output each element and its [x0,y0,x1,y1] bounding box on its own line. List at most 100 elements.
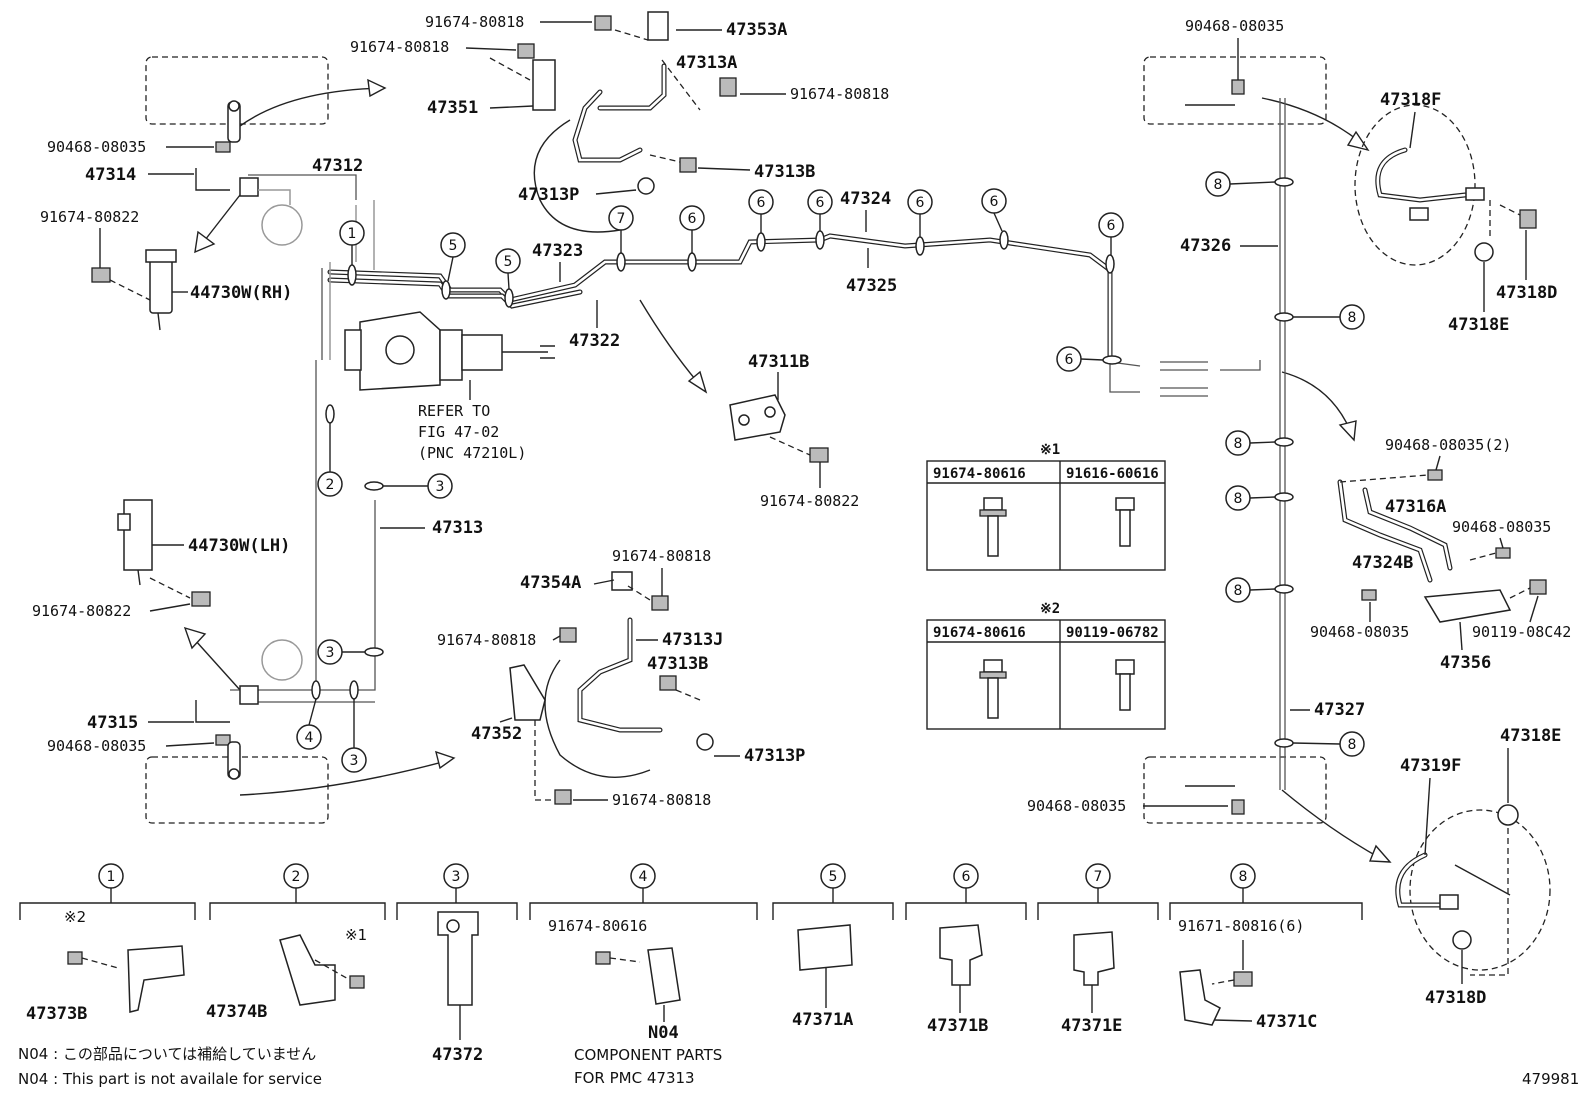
svg-text:6: 6 [1065,352,1074,368]
part-label: 47313P [744,746,805,766]
part-label: N04 [648,1023,679,1043]
part-label: 47371E [1061,1016,1122,1036]
svg-text:6: 6 [990,194,999,210]
inset-box-top-left [145,56,329,125]
svg-text:6: 6 [688,211,697,227]
part-label: 47373B [26,1004,87,1024]
svg-text:1: 1 [348,226,357,242]
part-labels: 91674-80818 47353A 91674-80818 47313A 91… [32,13,1571,1008]
part-label: 91674-80818 [350,38,449,56]
part-label: 91674-80822 [40,208,139,226]
clamp-callout: 8 [1225,577,1276,603]
svg-text:3: 3 [350,753,359,769]
clamp-callout: 3 [317,639,365,665]
part-label: 47371B [927,1016,988,1036]
svg-text:7: 7 [617,211,626,227]
part-label: 47325 [846,276,897,296]
top-left-brackets [91,100,303,331]
part-label: 90468-08035 [1452,518,1551,536]
clamp-callout: 6 [1056,346,1104,372]
svg-text:8: 8 [1239,869,1248,885]
svg-text:2: 2 [292,869,301,885]
part-label: 47352 [471,724,522,744]
clamp-callout: 5 [495,248,521,290]
svg-text:8: 8 [1234,436,1243,452]
clamp-callout: 6 [679,205,705,253]
clamp-callout: 5 [440,232,466,282]
table-mark: ※2 [1040,601,1060,617]
part-label: 47356 [1440,653,1491,673]
legend-clamp-3: 3 [443,863,469,889]
clamp-callout: 6 [907,189,933,237]
clamp-callout: 8 [1205,171,1276,197]
svg-text:8: 8 [1348,737,1357,753]
part-label: 91674-80818 [612,791,711,809]
spec-table-2: ※2 91674-80616 90119-06782 [926,601,1166,730]
rear-hose-group-left [509,571,714,805]
clamp-callout: 4 [296,698,322,750]
clamp-callout: 8 [1225,485,1276,511]
svg-text:8: 8 [1214,177,1223,193]
part-label: 47316A [1385,497,1446,517]
svg-text:5: 5 [829,869,838,885]
svg-text:1: 1 [107,869,116,885]
part-label: 91674-80822 [760,492,859,510]
footnotes: N04 : この部品については補給していません N04 : This part … [18,1045,1579,1088]
part-label: 47313A [676,53,737,73]
clamp-callout: 8 [1225,430,1276,456]
part-label: 44730W(LH) [188,536,290,556]
svg-text:4: 4 [639,869,648,885]
part-label: 47351 [427,98,478,118]
part-label: 47324B [1352,553,1413,573]
mark-label: ※2 [64,908,86,926]
front-hose-group [489,11,737,233]
mark-label: ※1 [345,926,367,944]
part-label: 47318D [1425,988,1486,1008]
component-note: COMPONENT PARTS [574,1046,722,1064]
part-label: 47313J [662,630,723,650]
legend-clamp-5: 5 [820,863,846,889]
svg-text:8: 8 [1234,491,1243,507]
svg-text:4: 4 [305,730,314,746]
svg-text:3: 3 [452,869,461,885]
clamp-callout: 8 [1292,731,1365,757]
part-label: 47315 [87,713,138,733]
part-label: 90468-08035 [1027,797,1126,815]
legend-clamp-1: 1 [98,863,124,889]
clamp-callouts: 1 5 5 7 6 6 6 6 6 6 6 2 3 3 4 3 8 8 8 8 … [296,171,1365,773]
right-hose-47319F [1395,804,1551,976]
part-label: 47318E [1500,726,1561,746]
clamp-callout: 3 [341,699,367,773]
clamp-callout: 1 [339,220,365,265]
bottom-left-brackets [117,499,303,780]
part-label: 47327 [1314,700,1365,720]
svg-text:6: 6 [916,195,925,211]
bottom-legend: 1 2 3 4 5 6 7 8 ※2 47373B ※1 47374B 4737… [19,863,1363,1087]
figure-number: 479981 [1522,1070,1579,1088]
clamp-callout: 6 [981,188,1007,232]
part-label: 47371A [792,1010,853,1030]
part-label: FIG 47-02 [418,423,499,441]
part-label: 47318D [1496,283,1557,303]
legend-clamp-7: 7 [1085,863,1111,889]
svg-text:5: 5 [504,254,513,270]
part-label: 91674-80818 [425,13,524,31]
part-label: 47313P [518,185,579,205]
table-header: 90119-06782 [1066,625,1159,641]
part-label: 91671-80816(6) [1178,917,1304,935]
part-label: REFER TO [418,402,490,420]
clamp-callout: 7 [608,205,634,253]
part-label: 90468-08035 [47,737,146,755]
clamp-callout: 3 [383,473,453,499]
part-label: 47374B [206,1002,267,1022]
part-label: 47319F [1400,756,1461,776]
clamp-ovals [311,177,1294,748]
inset-box-bottom-right [1143,756,1327,824]
legend-clamp-8: 8 [1230,863,1256,889]
table-mark: ※1 [1040,442,1060,458]
svg-text:7: 7 [1094,869,1103,885]
part-label: 90468-08035 [47,138,146,156]
inset-box-top-right [1143,56,1327,125]
